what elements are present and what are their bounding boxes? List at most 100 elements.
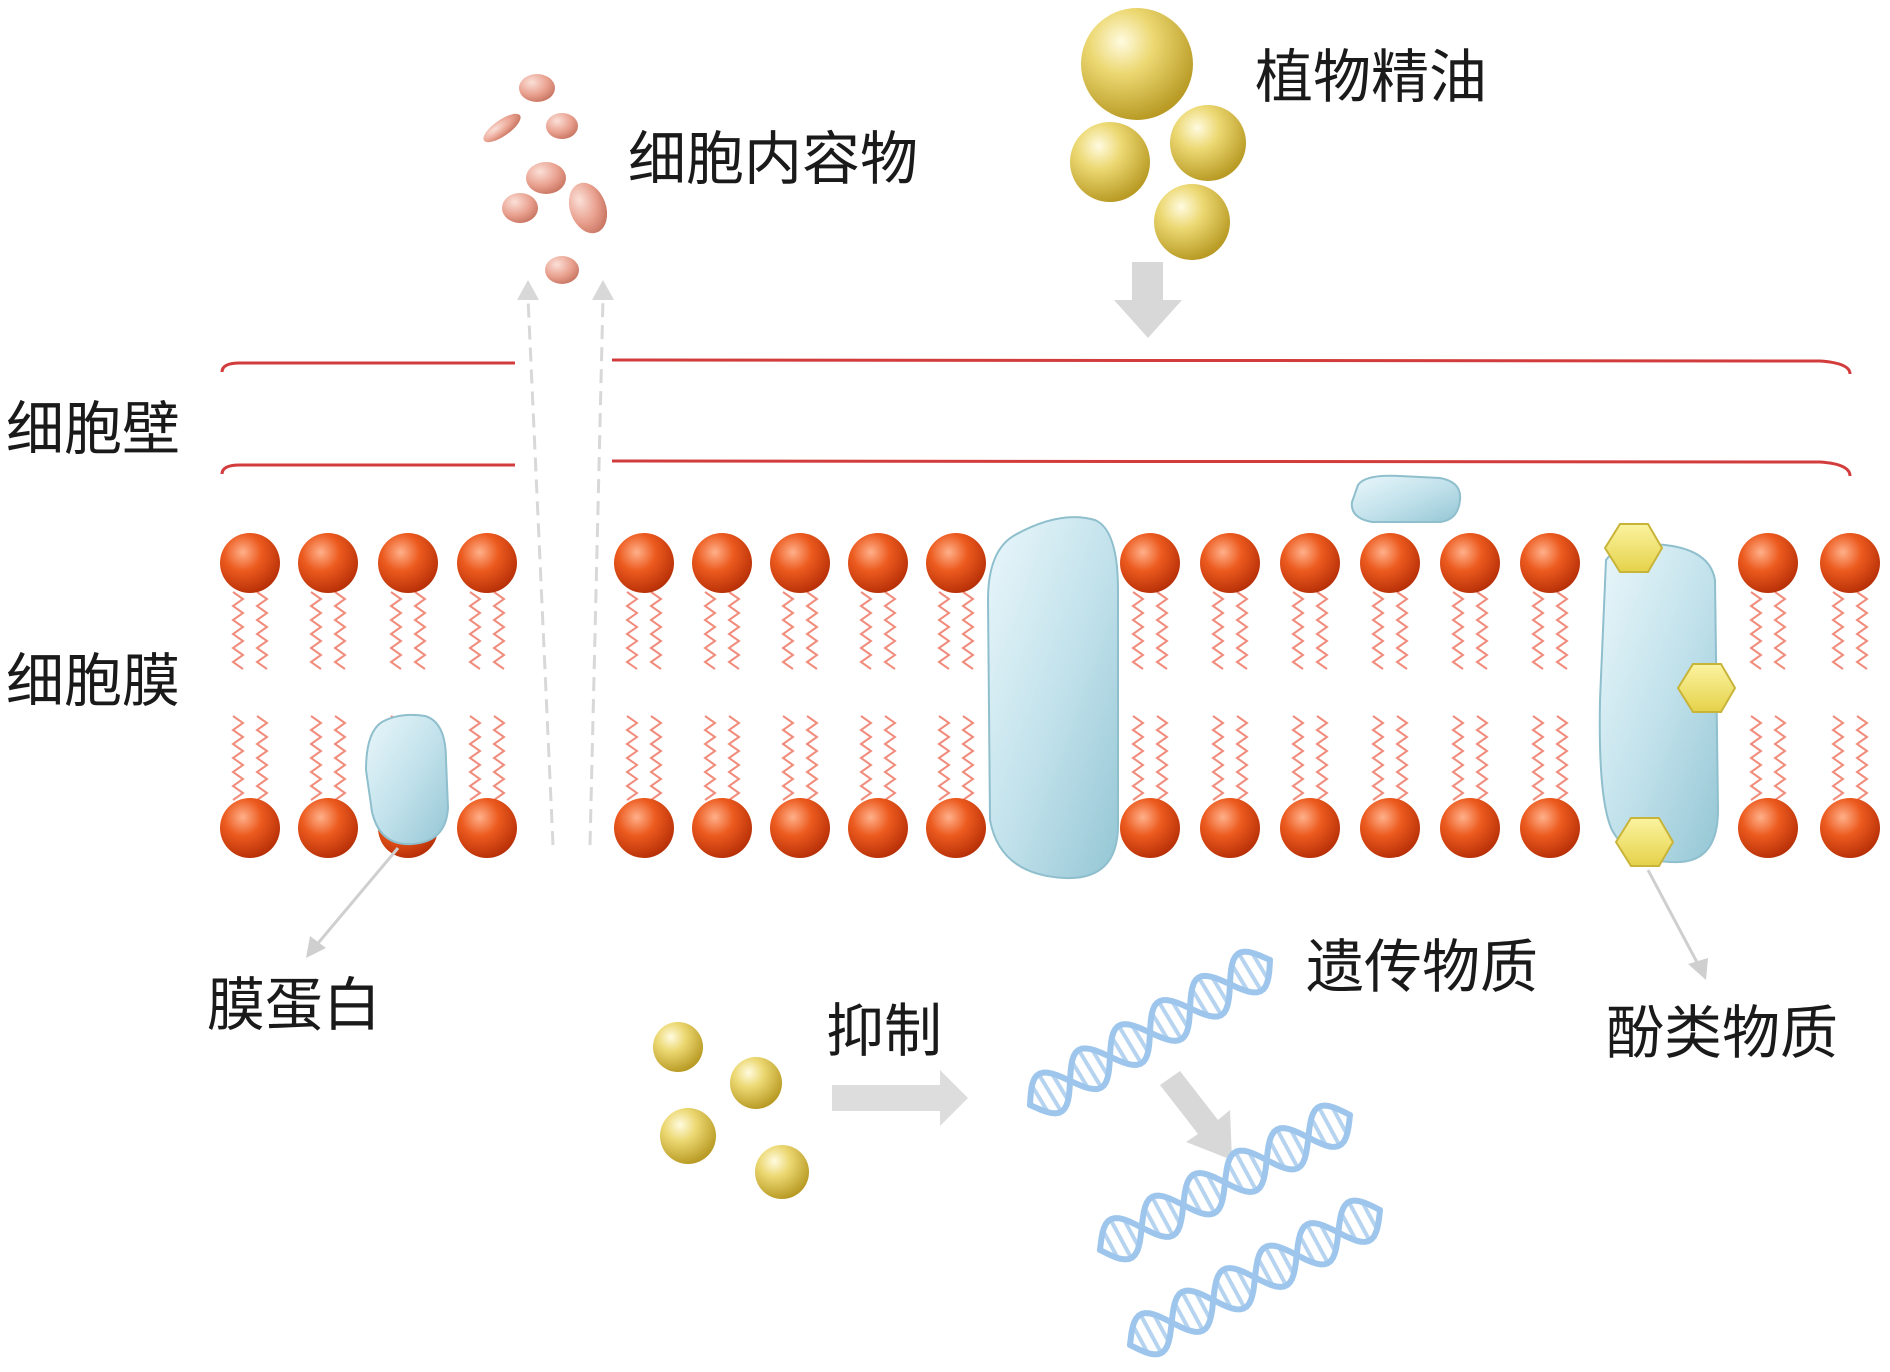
cell-content-particles xyxy=(483,74,608,284)
lipid-tail xyxy=(937,715,951,801)
cell-wall-outer-line-left xyxy=(220,361,515,373)
lipid-tail xyxy=(781,591,795,670)
lipid-tail xyxy=(649,715,663,801)
lipid-tail xyxy=(1291,591,1305,670)
lipid-tail xyxy=(727,715,741,801)
lipid-tail xyxy=(1555,715,1569,801)
lipid-tail xyxy=(1451,591,1465,670)
content-particle xyxy=(545,256,579,284)
dna-helix-copy xyxy=(1127,1197,1383,1358)
cell-contents-label: 细胞内容物 xyxy=(628,125,919,193)
lipid-tail xyxy=(703,715,717,801)
lipid-tail xyxy=(937,591,951,670)
inhibitor-droplets xyxy=(653,1022,809,1199)
cell-wall xyxy=(220,358,1852,477)
lipid-tail xyxy=(1475,715,1489,801)
content-particle xyxy=(546,113,578,139)
phospholipid-head xyxy=(692,798,752,858)
phospholipid-head xyxy=(1200,798,1260,858)
lipid-tail xyxy=(1395,591,1409,670)
lipid-tail xyxy=(649,591,663,670)
oil-droplet xyxy=(1070,122,1150,202)
lipid-tail xyxy=(492,591,506,670)
oil-entry-arrow xyxy=(1114,262,1182,338)
lipid-tail xyxy=(1131,715,1145,801)
cell-wall-label: 细胞壁 xyxy=(6,395,181,463)
phospholipid-head xyxy=(770,798,830,858)
lipid-tail xyxy=(883,715,897,801)
phenol-hexagon-bottom xyxy=(1614,817,1675,867)
phenol-hexagon-top xyxy=(1603,523,1664,573)
lipid-tail xyxy=(1211,715,1225,801)
cell-wall-inner-line-right xyxy=(611,459,1852,477)
oil-droplet xyxy=(1170,105,1246,181)
replication-arrow xyxy=(1160,1071,1232,1160)
pointer-lines xyxy=(312,847,1702,969)
lipid-tail xyxy=(1855,715,1869,801)
membrane-proteins xyxy=(364,474,1720,880)
lipid-tail xyxy=(1749,591,1763,670)
phospholipid-head xyxy=(1120,798,1180,858)
oil-droplet xyxy=(653,1022,703,1072)
lipid-tail xyxy=(1291,715,1305,801)
leak-arrow-right xyxy=(588,297,605,846)
phospholipid-head xyxy=(1520,798,1580,858)
small-membrane-protein xyxy=(364,713,450,846)
phospholipid-head xyxy=(457,533,517,593)
cell-wall-outer-line-right xyxy=(611,358,1852,375)
lipid-tail xyxy=(1555,591,1569,670)
phospholipid-head xyxy=(457,798,517,858)
phospholipid-head xyxy=(378,533,438,593)
phospholipid-head xyxy=(614,798,674,858)
lipid-tail xyxy=(492,715,506,801)
dna-helix-copy xyxy=(1097,1102,1353,1263)
lipid-tail xyxy=(1475,591,1489,670)
lipid-tail xyxy=(625,591,639,670)
lipid-tail xyxy=(309,591,323,670)
lipid-tail xyxy=(781,715,795,801)
genetic-material-label: 遗传物质 xyxy=(1306,933,1539,1001)
phospholipid-head xyxy=(1520,533,1580,593)
phospholipid-head xyxy=(1440,533,1500,593)
phospholipid-head xyxy=(1360,533,1420,593)
oil-droplet xyxy=(660,1108,716,1164)
lipid-tail xyxy=(805,591,819,670)
phospholipid-head xyxy=(1360,798,1420,858)
lipid-tail xyxy=(1773,591,1787,670)
phospholipid-head xyxy=(926,533,986,593)
phospholipid-head xyxy=(848,798,908,858)
lipid-tail xyxy=(255,591,269,670)
lipid-tail xyxy=(883,591,897,670)
surface-protein xyxy=(1350,474,1462,523)
dna-helix-original xyxy=(1027,948,1273,1117)
lipid-tail xyxy=(413,591,427,670)
large-channel-protein xyxy=(986,516,1119,880)
lipid-tail xyxy=(961,591,975,670)
lipid-tail xyxy=(468,715,482,801)
content-particle xyxy=(519,74,555,102)
phospholipid-head xyxy=(298,798,358,858)
phospholipid-head xyxy=(614,533,674,593)
lipid-tail xyxy=(1235,591,1249,670)
leak-arrowhead-left xyxy=(517,280,539,300)
leakage-arrowheads xyxy=(517,280,614,300)
lipid-tail xyxy=(1855,591,1869,670)
lipid-tail xyxy=(1315,715,1329,801)
phenolic-substances-label: 酚类物质 xyxy=(1606,999,1839,1067)
dna-helices xyxy=(1027,948,1383,1358)
lipid-tail xyxy=(231,591,245,670)
lipid-tail xyxy=(1395,715,1409,801)
leak-arrowhead-right xyxy=(592,280,614,300)
cell-membrane-label: 细胞膜 xyxy=(6,647,181,715)
lipid-tail xyxy=(1371,715,1385,801)
membrane-protein-pointer xyxy=(312,847,400,949)
phospholipid-head xyxy=(1280,533,1340,593)
phospholipid-head xyxy=(770,533,830,593)
lipid-tail xyxy=(1371,591,1385,670)
lipid-tail xyxy=(333,715,347,801)
phospholipid-head xyxy=(926,798,986,858)
phospholipid-head xyxy=(298,533,358,593)
lipid-tail xyxy=(1211,591,1225,670)
lipid-tail xyxy=(1749,715,1763,801)
